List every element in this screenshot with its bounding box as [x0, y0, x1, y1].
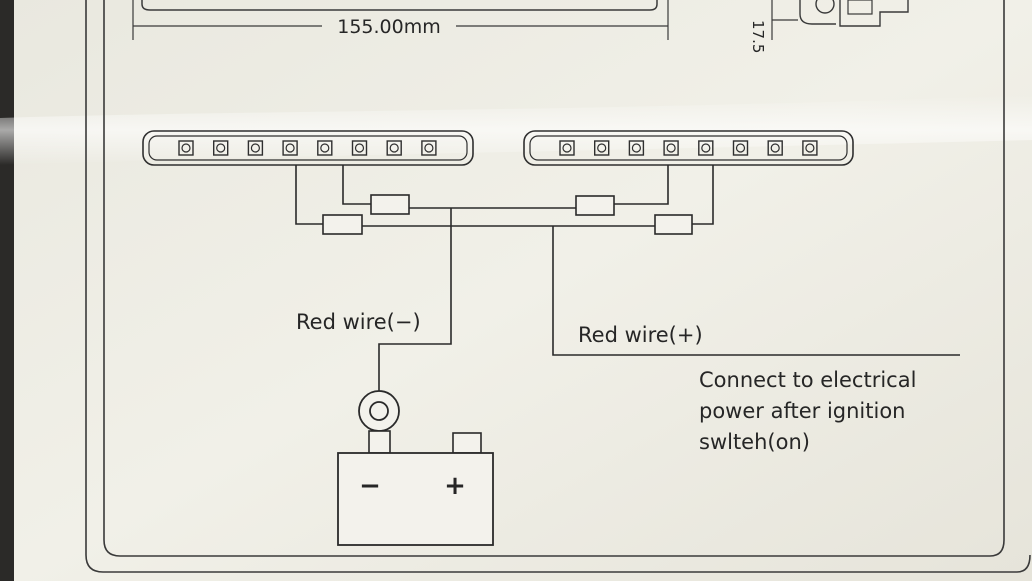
resistor-left-upper	[370, 194, 410, 215]
led-left-8	[421, 140, 437, 156]
side-view-fragment: 17.5	[749, 0, 909, 53]
inner-frame	[103, 0, 1005, 557]
wire-right-inner	[614, 165, 669, 205]
wiring	[295, 165, 960, 395]
led-bar-left	[142, 130, 474, 166]
side-dimension-label: 17.5	[749, 20, 767, 53]
note-line-3: swlteh(on)	[699, 430, 810, 454]
led-left-2	[212, 140, 229, 156]
battery-plus-sign: +	[444, 471, 466, 501]
battery-positive-terminal	[452, 432, 482, 454]
wire-left-inner	[342, 165, 371, 205]
left-edge-shadow	[0, 0, 14, 581]
led-left-7	[386, 140, 402, 156]
led-right-6	[732, 140, 749, 156]
label-positive-wire: Red wire(+)	[578, 323, 703, 347]
wire-negative	[378, 208, 452, 395]
led-right-7	[767, 140, 783, 156]
led-left-4	[282, 140, 298, 156]
led-right-5	[698, 140, 714, 156]
led-left-3	[247, 140, 264, 156]
led-right-8	[802, 140, 818, 156]
outer-frame	[85, 0, 1031, 573]
led-left-5	[317, 140, 333, 156]
dimension-label: 155.00mm	[337, 16, 441, 38]
top-bar-outline	[141, 0, 658, 11]
led-right-2	[594, 140, 610, 156]
glare-band	[0, 95, 1032, 165]
note-line-1: Connect to electrical	[699, 368, 916, 392]
led-bar-right	[523, 130, 854, 166]
resistor-right-lower	[654, 214, 693, 235]
battery: − +	[337, 432, 494, 546]
wire-positive	[552, 226, 960, 356]
battery-minus-sign: −	[359, 471, 381, 501]
resistor-right-upper	[575, 195, 615, 216]
label-negative-wire: Red wire(−)	[296, 310, 421, 334]
note-line-2: power after ignition	[699, 399, 905, 423]
battery-body	[337, 452, 494, 546]
led-right-1	[559, 140, 575, 156]
led-left-6	[351, 140, 368, 156]
led-right-3	[628, 140, 645, 156]
wire-right-outer	[692, 165, 714, 225]
wire-left-outer	[295, 165, 323, 225]
led-left-1	[178, 140, 194, 156]
led-right-4	[663, 140, 679, 156]
resistor-left-lower	[322, 214, 363, 235]
